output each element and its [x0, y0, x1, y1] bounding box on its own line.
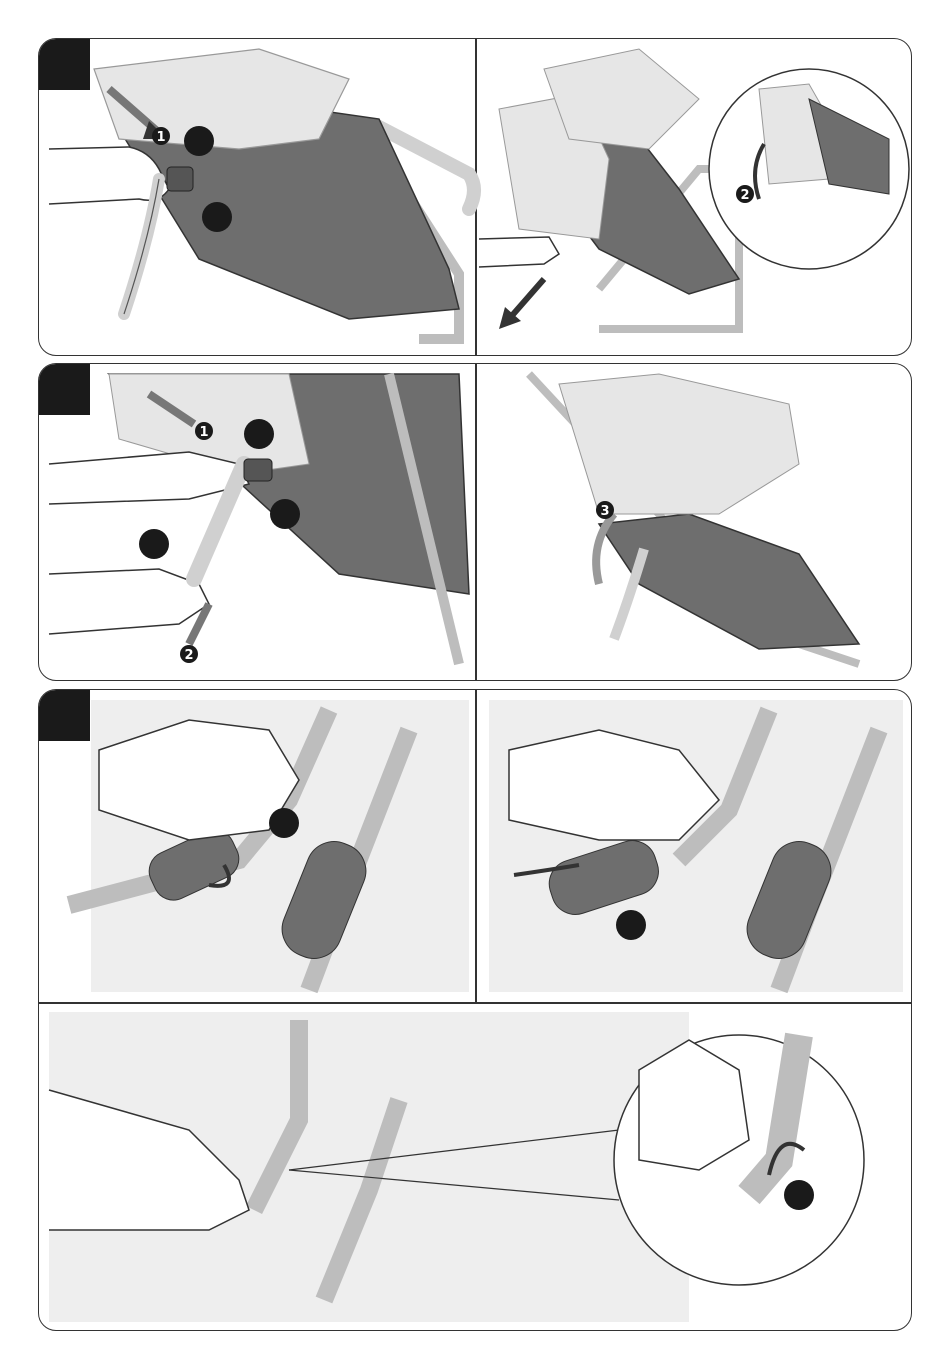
svg-text:2: 2: [740, 188, 749, 203]
svg-text:1: 1: [199, 425, 208, 440]
canopy-1a: [94, 49, 349, 149]
svg-text:1: 1: [156, 130, 165, 145]
step-2-illustration: 1 2 3: [39, 364, 912, 681]
step-2-panel: 1 2 3: [38, 363, 912, 681]
callout-2a: [244, 419, 274, 449]
callout-3a: [269, 808, 299, 838]
callout-b: [202, 202, 232, 232]
callout-2b: [270, 499, 300, 529]
frame-2b: 3: [529, 374, 859, 664]
callout-a: [184, 126, 214, 156]
step-3-panel: [38, 689, 912, 1331]
frame-1b: 2: [479, 49, 909, 329]
callout-2c: [139, 529, 169, 559]
frame-2a: 1 2: [49, 374, 469, 664]
frame-4a: [49, 1012, 864, 1322]
hand-1b: [479, 237, 559, 267]
callout-4a: [784, 1180, 814, 1210]
buckle-2a: [244, 459, 272, 481]
svg-text:2: 2: [184, 648, 193, 663]
canopy-1b: [544, 49, 699, 149]
svg-text:3: 3: [600, 504, 609, 519]
step-1-panel: 1 2: [38, 38, 912, 356]
buckle-1a: [167, 167, 193, 191]
canopy-2b: [559, 374, 799, 514]
step-3-illustration: [39, 690, 912, 1331]
hand-2a-top: [49, 452, 249, 504]
hand-2a-bottom: [49, 569, 209, 634]
frame-1a: 1: [49, 49, 474, 339]
pull-arrow-icon: [509, 279, 544, 319]
step-1-illustration: 1 2: [39, 39, 912, 356]
callout-3b: [616, 910, 646, 940]
